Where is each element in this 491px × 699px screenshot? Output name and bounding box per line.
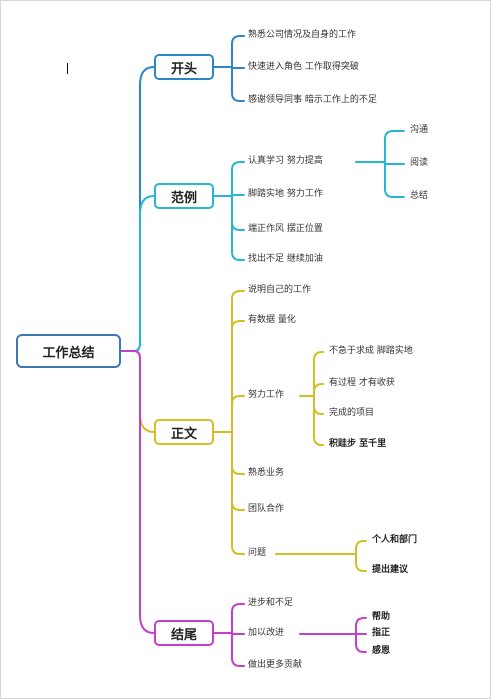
item-3-2[interactable]: 做出更多贡献 xyxy=(248,660,303,670)
sub-2-2-link-2 xyxy=(313,395,324,415)
subitem-2-5-0[interactable]: 个人和部门 xyxy=(372,535,418,545)
item-1-1[interactable]: 脚踏实地 努力工作 xyxy=(248,189,323,199)
branch-2-link-3 xyxy=(231,431,245,475)
branch-1-link-3 xyxy=(231,195,245,261)
branch-2-link-2 xyxy=(231,395,245,433)
branch-node-0[interactable]: 开头 xyxy=(154,54,214,80)
item-0-2[interactable]: 感谢领导同事 暗示工作上的不足 xyxy=(248,95,377,105)
sub-1-0-link-0 xyxy=(384,130,405,163)
trunk-link-1 xyxy=(120,195,155,352)
trunk-link-2 xyxy=(120,350,155,433)
subitem-2-2-2[interactable]: 完成的项目 xyxy=(329,408,375,418)
sub-2-5-link-0 xyxy=(355,540,367,555)
subitem-3-1-2[interactable]: 感恩 xyxy=(372,646,391,656)
sub-3-1-link-2 xyxy=(355,633,367,653)
branch-2-link-0 xyxy=(231,290,245,433)
item-0-1[interactable]: 快速进入角色 工作取得突破 xyxy=(248,62,359,72)
subitem-1-0-0[interactable]: 沟通 xyxy=(410,125,429,135)
root-node-label: 工作总结 xyxy=(42,345,95,361)
item-2-2[interactable]: 努力工作 xyxy=(248,390,285,400)
item-2-0[interactable]: 说明自己的工作 xyxy=(248,285,312,295)
subitem-2-5-1[interactable]: 提出建议 xyxy=(372,565,409,575)
subitem-2-2-0[interactable]: 不急于求成 脚踏实地 xyxy=(329,346,413,356)
sub-1-0-link-2 xyxy=(384,161,405,198)
item-2-4[interactable]: 团队合作 xyxy=(248,504,285,514)
branch-node-label: 开头 xyxy=(170,61,197,77)
branch-node-label: 正文 xyxy=(170,426,197,442)
subitem-2-2-1[interactable]: 有过程 才有收获 xyxy=(329,378,395,388)
item-3-0[interactable]: 进步和不足 xyxy=(248,598,294,608)
item-1-0[interactable]: 认真学习 努力提高 xyxy=(248,156,323,166)
item-2-5[interactable]: 问题 xyxy=(248,548,267,558)
subitem-1-0-2[interactable]: 总结 xyxy=(410,191,429,201)
branch-2-link-1 xyxy=(231,320,245,433)
branch-2-link-5 xyxy=(231,431,245,555)
branch-0-link-2 xyxy=(231,66,245,102)
subitem-3-1-1[interactable]: 指正 xyxy=(372,628,391,638)
item-2-1[interactable]: 有数据 量化 xyxy=(248,315,296,325)
subitem-3-1-0[interactable]: 帮助 xyxy=(372,612,391,622)
sub-2-5-link-1 xyxy=(355,553,367,572)
branch-1-link-2 xyxy=(231,195,245,231)
subitem-1-0-1[interactable]: 阅读 xyxy=(410,158,429,168)
branch-node-label: 范例 xyxy=(170,190,197,206)
branch-3-link-2 xyxy=(231,632,245,667)
item-1-3[interactable]: 找出不足 继续加油 xyxy=(248,254,323,264)
sub-2-2-link-3 xyxy=(313,395,324,446)
item-0-0[interactable]: 熟悉公司情况及自身的工作 xyxy=(248,30,357,40)
subitem-2-2-3[interactable]: 积跬步 至千里 xyxy=(329,439,387,449)
text-cursor xyxy=(67,63,68,74)
branch-node-1[interactable]: 范例 xyxy=(154,183,214,209)
trunk-link-0 xyxy=(120,66,155,352)
sub-3-1-link-0 xyxy=(355,617,367,635)
branch-node-3[interactable]: 结尾 xyxy=(154,620,214,646)
item-2-3[interactable]: 熟悉业务 xyxy=(248,468,285,478)
branch-3-link-0 xyxy=(231,603,245,634)
branch-node-2[interactable]: 正文 xyxy=(154,419,214,445)
trunk-link-3 xyxy=(120,350,155,634)
item-3-1[interactable]: 加以改进 xyxy=(248,628,285,638)
root-node[interactable]: 工作总结 xyxy=(16,334,121,368)
sub-2-2-link-0 xyxy=(313,351,324,397)
sub-2-2-link-1 xyxy=(313,383,324,397)
item-1-2[interactable]: 端正作风 摆正位置 xyxy=(248,224,323,234)
branch-node-label: 结尾 xyxy=(170,627,197,643)
branch-0-link-0 xyxy=(231,35,245,68)
branch-1-link-0 xyxy=(231,161,245,197)
